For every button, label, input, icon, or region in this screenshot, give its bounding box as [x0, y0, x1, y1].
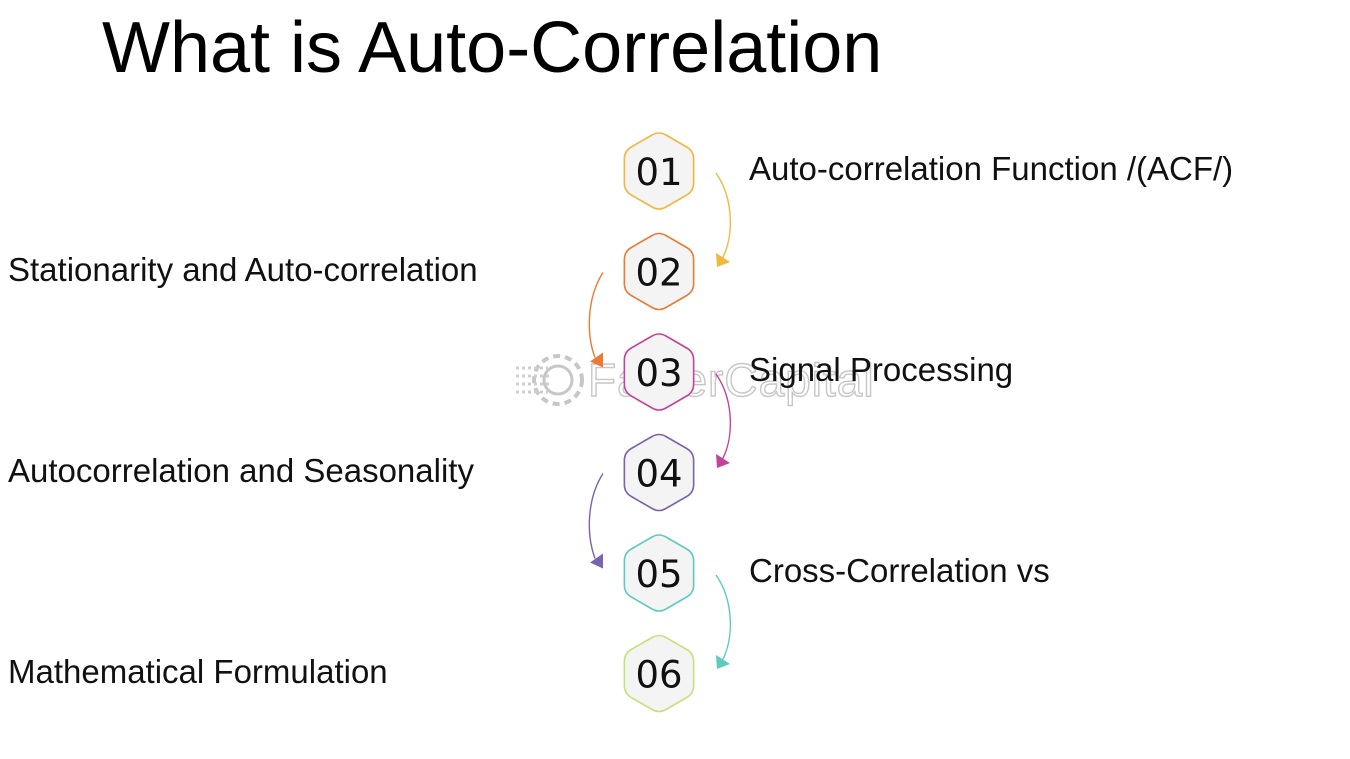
step-badge-05: 05 — [623, 534, 695, 612]
step-number: 01 — [635, 151, 682, 194]
hexagon-shape — [623, 534, 695, 612]
arrow-line — [588, 473, 604, 559]
step-number: 03 — [635, 352, 682, 395]
arrow-line — [588, 272, 604, 358]
hexagon-shape — [623, 433, 695, 512]
arrow-line — [715, 373, 731, 461]
arrow-head — [590, 553, 603, 569]
step-label-02: Stationarity and Auto-correlation — [8, 250, 478, 288]
connector-arrow-02 — [588, 272, 604, 368]
arrow-head — [590, 352, 603, 368]
connector-arrows — [588, 172, 731, 669]
arrow-line — [715, 172, 731, 260]
connector-arrow-04 — [588, 473, 604, 569]
step-badge-04: 04 — [623, 433, 695, 512]
step-label-06: Mathematical Formulation — [8, 652, 388, 690]
connector-arrow-05 — [715, 574, 731, 669]
hexagon-shape — [623, 132, 695, 210]
connector-arrow-01 — [715, 172, 731, 267]
step-badge-06: 06 — [623, 634, 695, 713]
step-badge-02: 02 — [623, 232, 695, 311]
step-label-01: Auto-correlation Function /(ACF/) — [749, 150, 1234, 187]
hexagon-shape — [623, 232, 695, 311]
page-title: What is Auto-Correlation — [102, 8, 883, 88]
step-number: 06 — [635, 654, 682, 697]
arrow-head — [716, 655, 730, 669]
step-badge-03: 03 — [623, 333, 695, 411]
arrow-line — [715, 574, 731, 662]
step-number: 04 — [635, 453, 682, 496]
step-label-04: Autocorrelation and Seasonality — [8, 451, 474, 489]
step-label-05: Cross-Correlation vs — [749, 552, 1050, 589]
step-badge-01: 01 — [623, 132, 695, 210]
arrow-head — [716, 454, 730, 468]
gear-icon — [516, 354, 584, 406]
hexagon-shape — [623, 634, 695, 713]
step-number: 05 — [635, 553, 682, 596]
hexagon-shape — [623, 333, 695, 411]
step-number: 02 — [635, 252, 682, 295]
step-badges: 01 02 03 04 05 06 — [623, 132, 695, 713]
connector-arrow-03 — [715, 373, 731, 468]
arrow-head — [716, 253, 730, 267]
step-label-03: Signal Processing — [749, 351, 1014, 388]
